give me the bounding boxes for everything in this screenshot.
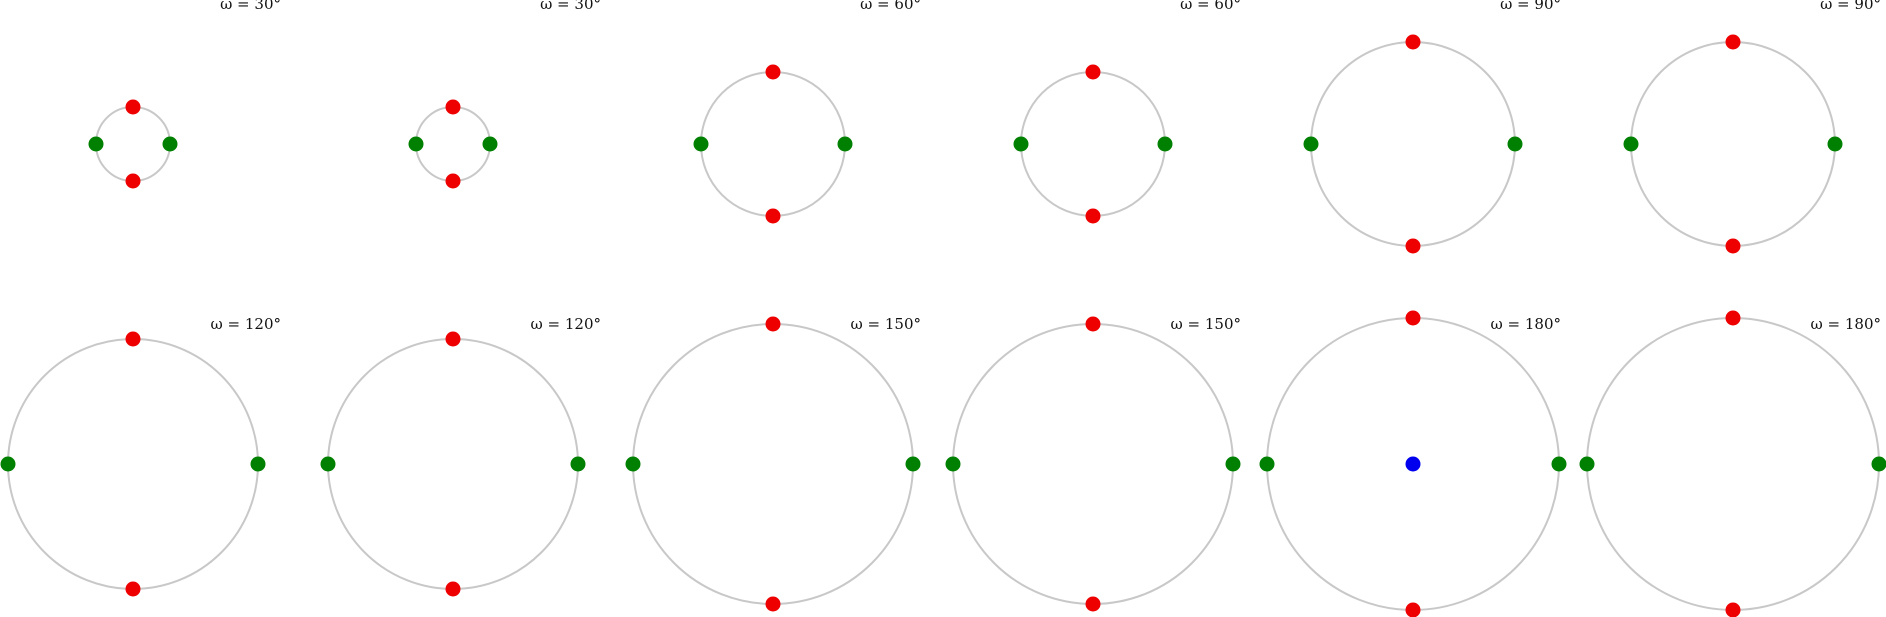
panel-label: ω = 150° xyxy=(1171,315,1241,333)
right-point xyxy=(1225,456,1241,472)
left-point xyxy=(693,136,709,152)
left-point xyxy=(1579,456,1595,472)
orbit-circle xyxy=(1020,71,1166,217)
panel-3: ω = 60° xyxy=(693,0,921,224)
panel-11: ω = 180° xyxy=(1259,310,1567,617)
panel-label: ω = 90° xyxy=(1820,0,1881,13)
top-point xyxy=(1725,34,1741,50)
left-point xyxy=(408,136,424,152)
right-point xyxy=(482,136,498,152)
orbit-circle xyxy=(7,338,259,590)
left-point xyxy=(1623,136,1639,152)
top-point xyxy=(1725,310,1741,326)
panel-label: ω = 60° xyxy=(860,0,921,13)
left-point xyxy=(320,456,336,472)
orbit-circle xyxy=(1630,41,1836,247)
top-point xyxy=(125,99,141,115)
right-point xyxy=(162,136,178,152)
center-point xyxy=(1405,456,1421,472)
left-point xyxy=(1013,136,1029,152)
bottom-point xyxy=(765,596,781,612)
panel-4: ω = 60° xyxy=(1013,0,1241,224)
panel-5: ω = 90° xyxy=(1303,0,1561,254)
orbit-circle xyxy=(632,323,914,605)
top-point xyxy=(1405,34,1421,50)
panel-label: ω = 120° xyxy=(211,315,281,333)
bottom-point xyxy=(765,208,781,224)
right-point xyxy=(1507,136,1523,152)
right-point xyxy=(1157,136,1173,152)
left-point xyxy=(0,456,16,472)
bottom-point xyxy=(125,581,141,597)
bottom-point xyxy=(1405,238,1421,254)
right-point xyxy=(1551,456,1567,472)
panel-label: ω = 180° xyxy=(1811,315,1881,333)
panel-label: ω = 90° xyxy=(1500,0,1561,13)
right-point xyxy=(570,456,586,472)
top-point xyxy=(125,331,141,347)
top-point xyxy=(765,64,781,80)
top-point xyxy=(1405,310,1421,326)
panel-6: ω = 90° xyxy=(1623,0,1881,254)
orbit-circle xyxy=(95,106,171,182)
bottom-point xyxy=(1725,602,1741,617)
orbit-circle xyxy=(415,106,491,182)
right-point xyxy=(1827,136,1843,152)
panel-8: ω = 120° xyxy=(320,315,601,597)
right-point xyxy=(1871,456,1886,472)
top-point xyxy=(445,99,461,115)
panel-12: ω = 180° xyxy=(1579,310,1886,617)
top-point xyxy=(765,316,781,332)
bottom-point xyxy=(1725,238,1741,254)
bottom-point xyxy=(445,581,461,597)
panel-label: ω = 30° xyxy=(220,0,281,13)
right-point xyxy=(905,456,921,472)
panel-label: ω = 30° xyxy=(540,0,601,13)
bottom-point xyxy=(125,173,141,189)
panel-label: ω = 180° xyxy=(1491,315,1561,333)
left-point xyxy=(1303,136,1319,152)
top-point xyxy=(1085,64,1101,80)
left-point xyxy=(88,136,104,152)
panel-label: ω = 60° xyxy=(1180,0,1241,13)
panel-10: ω = 150° xyxy=(945,315,1241,612)
left-point xyxy=(945,456,961,472)
orbit-circle xyxy=(952,323,1234,605)
bottom-point xyxy=(1405,602,1421,617)
left-point xyxy=(1259,456,1275,472)
orbit-circle xyxy=(700,71,846,217)
orbit-circle xyxy=(327,338,579,590)
panel-7: ω = 120° xyxy=(0,315,281,597)
right-point xyxy=(250,456,266,472)
bottom-point xyxy=(1085,208,1101,224)
bottom-point xyxy=(1085,596,1101,612)
panel-label: ω = 120° xyxy=(531,315,601,333)
left-point xyxy=(625,456,641,472)
panel-9: ω = 150° xyxy=(625,315,921,612)
right-point xyxy=(837,136,853,152)
panel-2: ω = 30° xyxy=(408,0,601,189)
orbit-circle xyxy=(1586,317,1880,611)
panel-1: ω = 30° xyxy=(88,0,281,189)
top-point xyxy=(445,331,461,347)
orbit-circle xyxy=(1310,41,1516,247)
bottom-point xyxy=(445,173,461,189)
panel-label: ω = 150° xyxy=(851,315,921,333)
top-point xyxy=(1085,316,1101,332)
